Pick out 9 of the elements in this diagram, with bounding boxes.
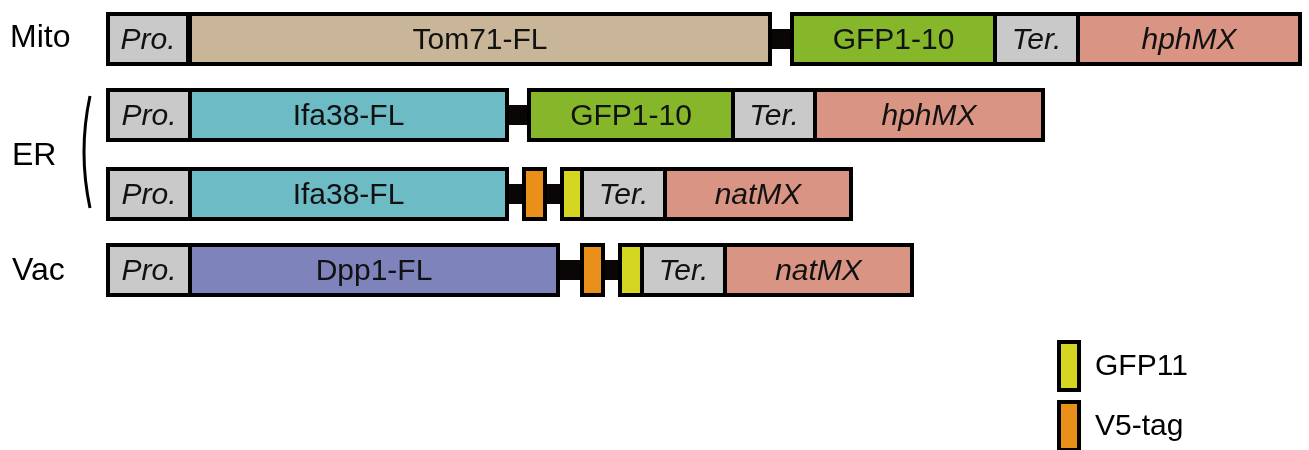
tag-segment	[580, 243, 605, 297]
legend-label: GFP11	[1095, 348, 1188, 382]
gene-segment: Tom71-FL	[188, 12, 772, 66]
promoter-segment: Pro.	[106, 12, 190, 66]
tag-segment	[522, 167, 547, 221]
row-label: ER	[12, 136, 57, 173]
row-label: Vac	[12, 251, 65, 288]
row-label: Mito	[10, 18, 71, 55]
legend-label: V5-tag	[1095, 408, 1184, 442]
